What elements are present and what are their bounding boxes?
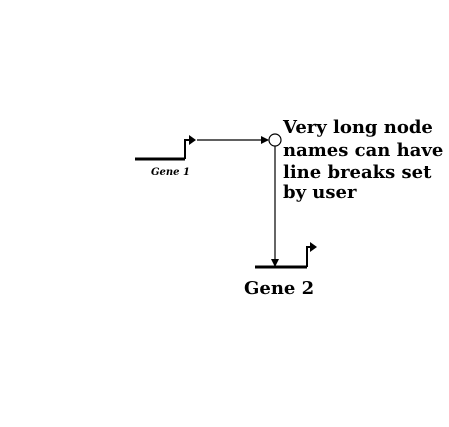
gene-1-label: Gene 1 [151, 167, 190, 178]
gene-2-promoter-icon [306, 246, 311, 267]
gene-2-label: Gene 2 [244, 278, 314, 299]
node-label-line-3: line breaks set [283, 162, 432, 183]
gene-2-promoter-arrow-icon [310, 242, 317, 252]
node-label-line-1: Very long node [282, 117, 433, 138]
node-label-line-4: by user [283, 182, 357, 203]
network-node[interactable] [268, 133, 282, 147]
gene-1-glyph[interactable] [135, 135, 196, 161]
node-label-line-2: names can have [283, 140, 443, 161]
gene-1-promoter-icon [184, 139, 190, 159]
gene-2-glyph[interactable] [255, 242, 317, 269]
node-label: Very long node names can have line break… [282, 117, 449, 203]
gene-1-promoter-arrow-icon [189, 135, 196, 145]
